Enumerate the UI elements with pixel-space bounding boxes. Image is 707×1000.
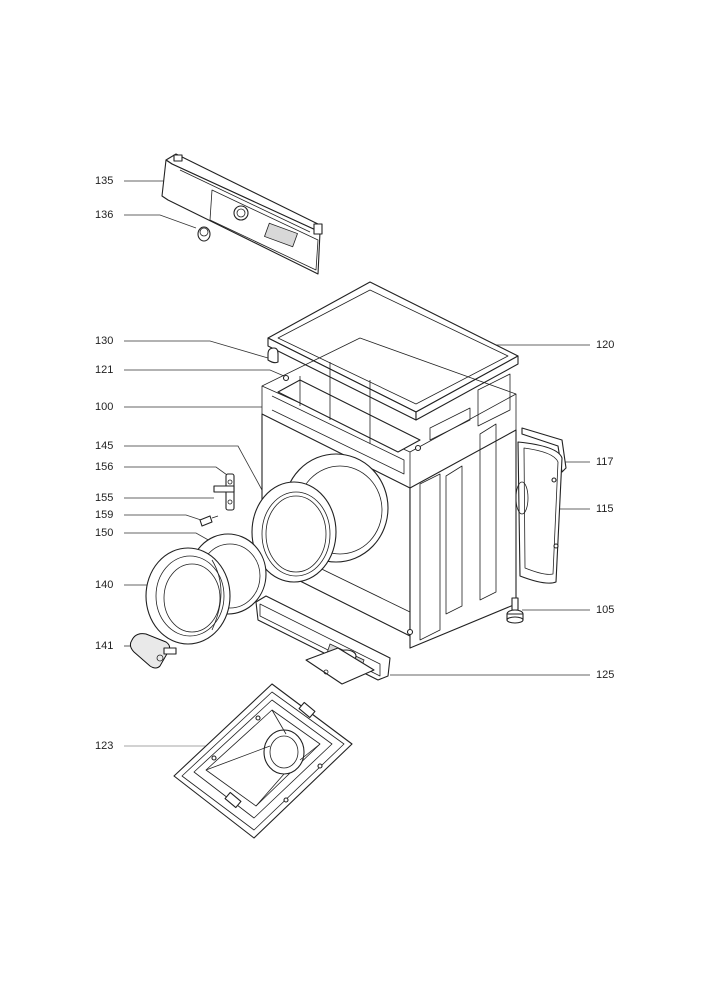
foot-part: [506, 597, 524, 624]
door-ring-part: [251, 481, 337, 583]
callout-130: 130: [95, 335, 114, 347]
callout-140: 140: [95, 579, 114, 591]
hinge-part: [199, 473, 235, 527]
callout-141: 141: [95, 640, 114, 652]
rear-panel-part: [515, 427, 567, 584]
callout-115: 115: [596, 503, 614, 515]
door-handle-part: [129, 633, 177, 669]
top-cover-part: [267, 281, 519, 421]
callout-155: 155: [95, 492, 114, 504]
base-frame-part: [173, 683, 353, 839]
callout-117: 117: [596, 456, 614, 468]
callout-145: 145: [95, 440, 114, 452]
kick-plate-part: [255, 595, 391, 685]
callout-136: 136: [95, 209, 114, 221]
callout-123: 123: [95, 740, 114, 752]
callout-150: 150: [95, 527, 114, 539]
callout-159: 159: [95, 509, 114, 521]
callout-100: 100: [95, 401, 114, 413]
clip-part: [267, 347, 279, 364]
callout-120: 120: [596, 339, 615, 351]
door-part: [145, 547, 231, 645]
screw-part: [282, 374, 290, 382]
control-panel-part: [161, 153, 323, 275]
callout-121: 121: [95, 364, 114, 376]
knob-part: [197, 226, 211, 242]
callout-125: 125: [596, 669, 615, 681]
callout-135: 135: [95, 175, 114, 187]
callout-105: 105: [596, 604, 615, 616]
callout-156: 156: [95, 461, 114, 473]
